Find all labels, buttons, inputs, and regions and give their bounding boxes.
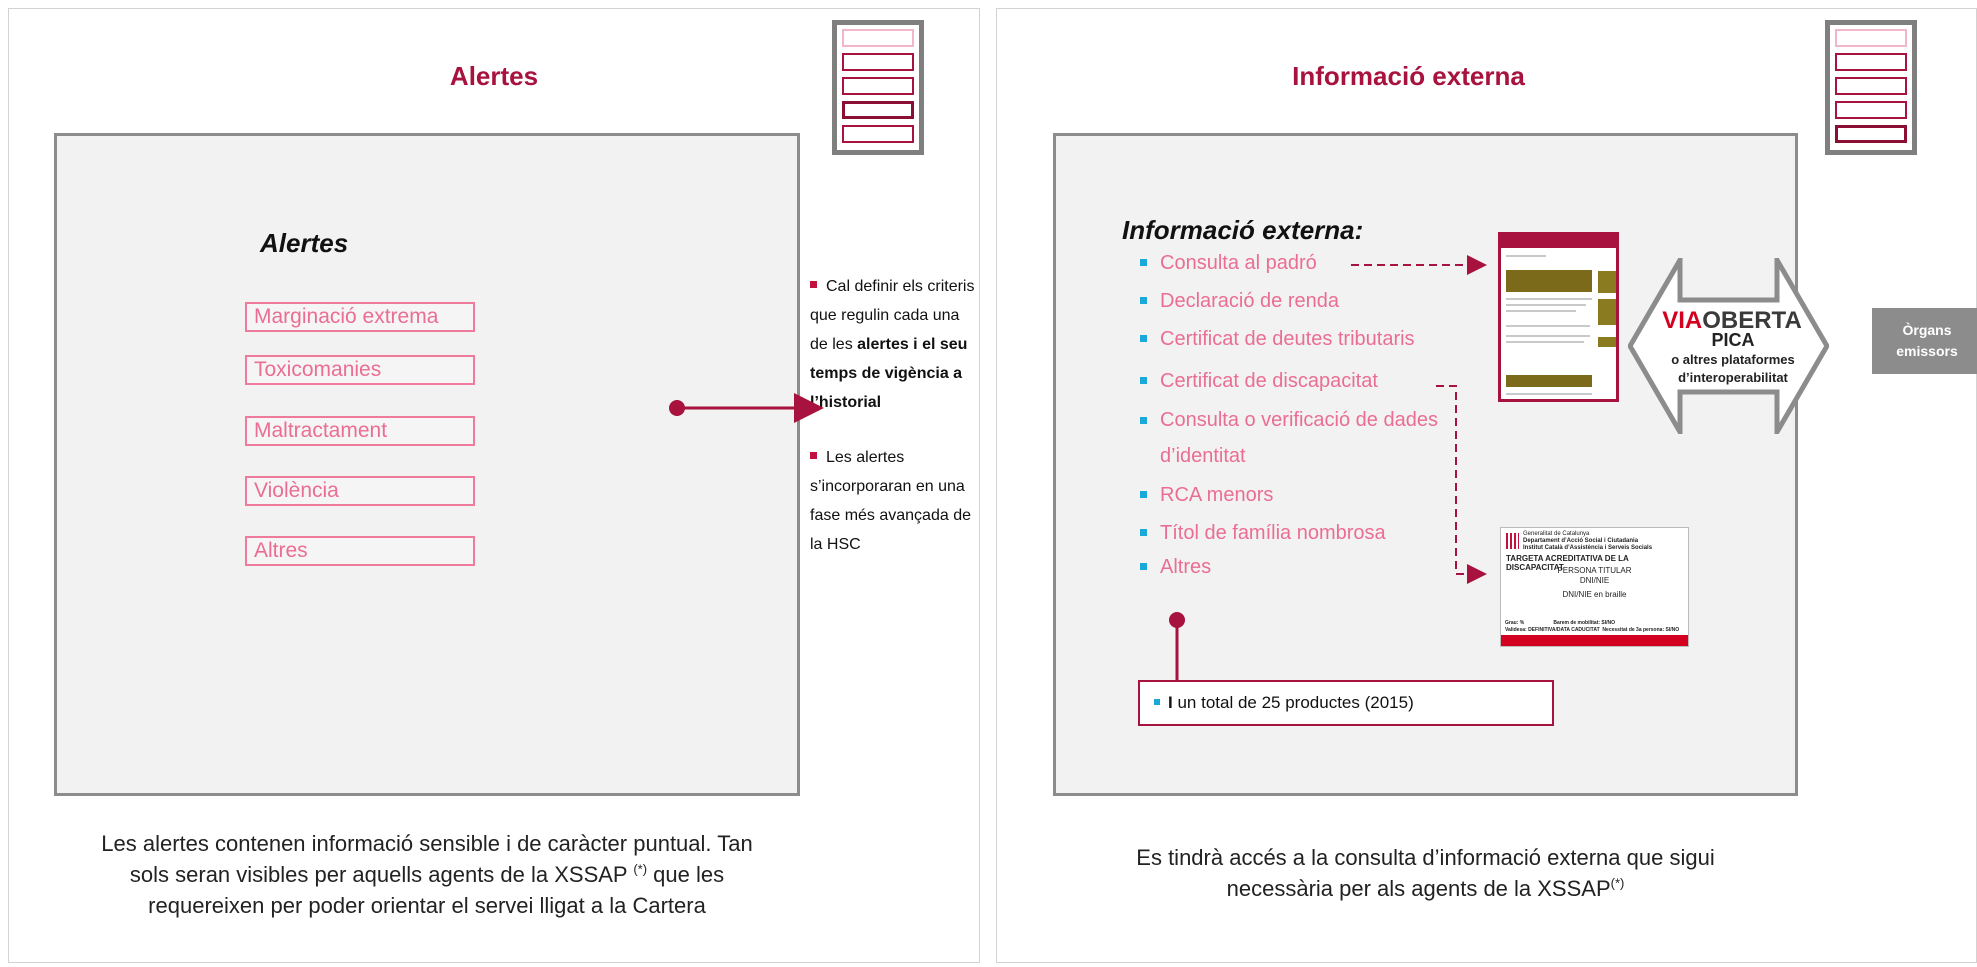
total-products-box: I un total de 25 productes (2015): [1138, 680, 1554, 726]
discapacitat-card-thumbnail: Generalitat de Catalunya Departament d’A…: [1500, 527, 1689, 647]
bullet-icon: [1154, 698, 1160, 705]
note-criteris: Cal definir els criteris que regulin cad…: [810, 278, 975, 411]
bullet-icon: [810, 452, 817, 460]
list-item[interactable]: Consulta o verificació de dades d’identi…: [1140, 402, 1470, 474]
caption-info-externa: Es tindrà accés a la consulta d’informac…: [1136, 845, 1715, 901]
alert-marginacio[interactable]: Marginació extrema: [245, 302, 475, 332]
double-arrow-icon: [1628, 258, 1829, 434]
nav-section-1[interactable]: [1835, 29, 1907, 47]
list-item[interactable]: Consulta al padró: [1140, 244, 1480, 282]
alert-maltractament[interactable]: Maltractament: [245, 416, 475, 446]
nav-section-2[interactable]: [1835, 53, 1907, 71]
section-navigator[interactable]: [1825, 20, 1917, 155]
nav-section-3[interactable]: [1835, 77, 1907, 95]
bullet-icon: [1140, 563, 1147, 570]
bullet-icon: [1140, 335, 1147, 342]
nav-section-4[interactable]: [1835, 101, 1907, 119]
pica-label: PICA o altres plataformes d’interoperabi…: [1671, 330, 1795, 385]
bullet-icon: [1140, 491, 1147, 498]
viaoberta-logo: VIAOBERTA: [1662, 307, 1802, 334]
caption-alertes: Les alertes contenen informació sensible…: [101, 831, 753, 918]
bullet-icon: [1140, 377, 1147, 384]
alert-toxicomanies[interactable]: Toxicomanies: [245, 355, 475, 385]
organs-emissors-box: Òrgans emissors: [1872, 308, 1977, 374]
list-item[interactable]: Certificat de discapacitat: [1140, 362, 1480, 400]
list-item[interactable]: Declaració de renda: [1140, 282, 1480, 320]
nav-section-5[interactable]: [842, 125, 914, 143]
note-fase: Les alertes s’incorporaran en una fase m…: [810, 449, 971, 553]
alert-violencia[interactable]: Violència: [245, 476, 475, 506]
alertes-panel: [54, 133, 800, 796]
nav-section-4-active[interactable]: [842, 101, 914, 119]
bullet-icon: [1140, 297, 1147, 304]
panel-heading: Informació externa:: [1122, 215, 1364, 245]
list-item[interactable]: Altres: [1140, 548, 1480, 586]
bullet-icon: [1140, 417, 1147, 424]
external-info-list: Consulta al padró Declaració de renda Ce…: [1140, 244, 1480, 586]
padro-web-thumbnail: [1498, 232, 1619, 402]
bullet-icon: [1140, 529, 1147, 536]
side-notes: Cal definir els criteris que regulin cad…: [810, 272, 980, 585]
generalitat-logo-icon: [1506, 533, 1519, 549]
nav-section-3[interactable]: [842, 77, 914, 95]
list-item[interactable]: RCA menors: [1140, 476, 1480, 514]
bullet-icon: [810, 281, 817, 289]
nav-section-2[interactable]: [842, 53, 914, 71]
slide-title: Informació externa: [1292, 61, 1525, 91]
alert-altres[interactable]: Altres: [245, 536, 475, 566]
nav-section-1[interactable]: [842, 29, 914, 47]
nav-section-5-active[interactable]: [1835, 125, 1907, 143]
bullet-icon: [1140, 259, 1147, 266]
list-item[interactable]: Títol de família nombrosa: [1140, 514, 1480, 552]
section-navigator[interactable]: [832, 20, 924, 155]
panel-heading: Alertes: [260, 228, 349, 258]
list-item[interactable]: Certificat de deutes tributaris: [1140, 320, 1480, 358]
slide-title: Alertes: [449, 61, 539, 91]
